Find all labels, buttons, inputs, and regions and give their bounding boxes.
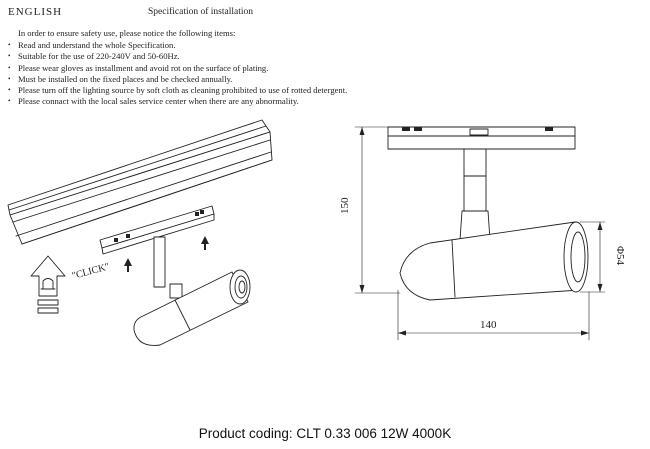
track-rail: [7, 119, 273, 245]
list-item: Must be installed on the fixed places an…: [8, 74, 347, 86]
track-adapter: [99, 205, 215, 255]
list-item: Suitable for the use of 220-240V and 50-…: [8, 51, 347, 63]
dimension-diameter: [579, 221, 606, 293]
language-label: ENGLISH: [8, 6, 63, 18]
instruction-list: Read and understand the whole Specificat…: [8, 40, 347, 108]
list-item: Please connact with the local sales serv…: [8, 96, 347, 108]
track-adapter-side: [387, 126, 576, 150]
arrow-up-icon: [201, 236, 209, 250]
diameter-dimension-label: Φ54: [614, 246, 626, 266]
stem-side: [459, 148, 491, 241]
spotlight-body-side: [399, 221, 589, 301]
arrow-up-icon: [124, 258, 132, 272]
dimension-length: [397, 289, 590, 341]
spec-title: Specification of installation: [148, 7, 254, 17]
stem: [153, 236, 183, 299]
push-arrow-icon: [30, 255, 66, 297]
list-item: Read and understand the whole Specificat…: [8, 40, 347, 52]
installation-drawing: "CLICK" 150 140: [7, 119, 626, 346]
adapter-end-icon: [37, 299, 59, 314]
height-dimension-label: 150: [339, 197, 351, 214]
dimension-height: [354, 126, 401, 294]
spotlight-body: [133, 269, 251, 346]
click-label: "CLICK": [71, 261, 111, 282]
intro-text: In order to ensure safety use, please no…: [18, 28, 236, 38]
list-item: Please turn off the lighting source by s…: [8, 85, 347, 97]
length-dimension-label: 140: [480, 319, 497, 331]
list-item: Please wear gloves as installment and av…: [8, 63, 347, 75]
product-coding: Product coding: CLT 0.33 006 12W 4000K: [198, 426, 452, 441]
